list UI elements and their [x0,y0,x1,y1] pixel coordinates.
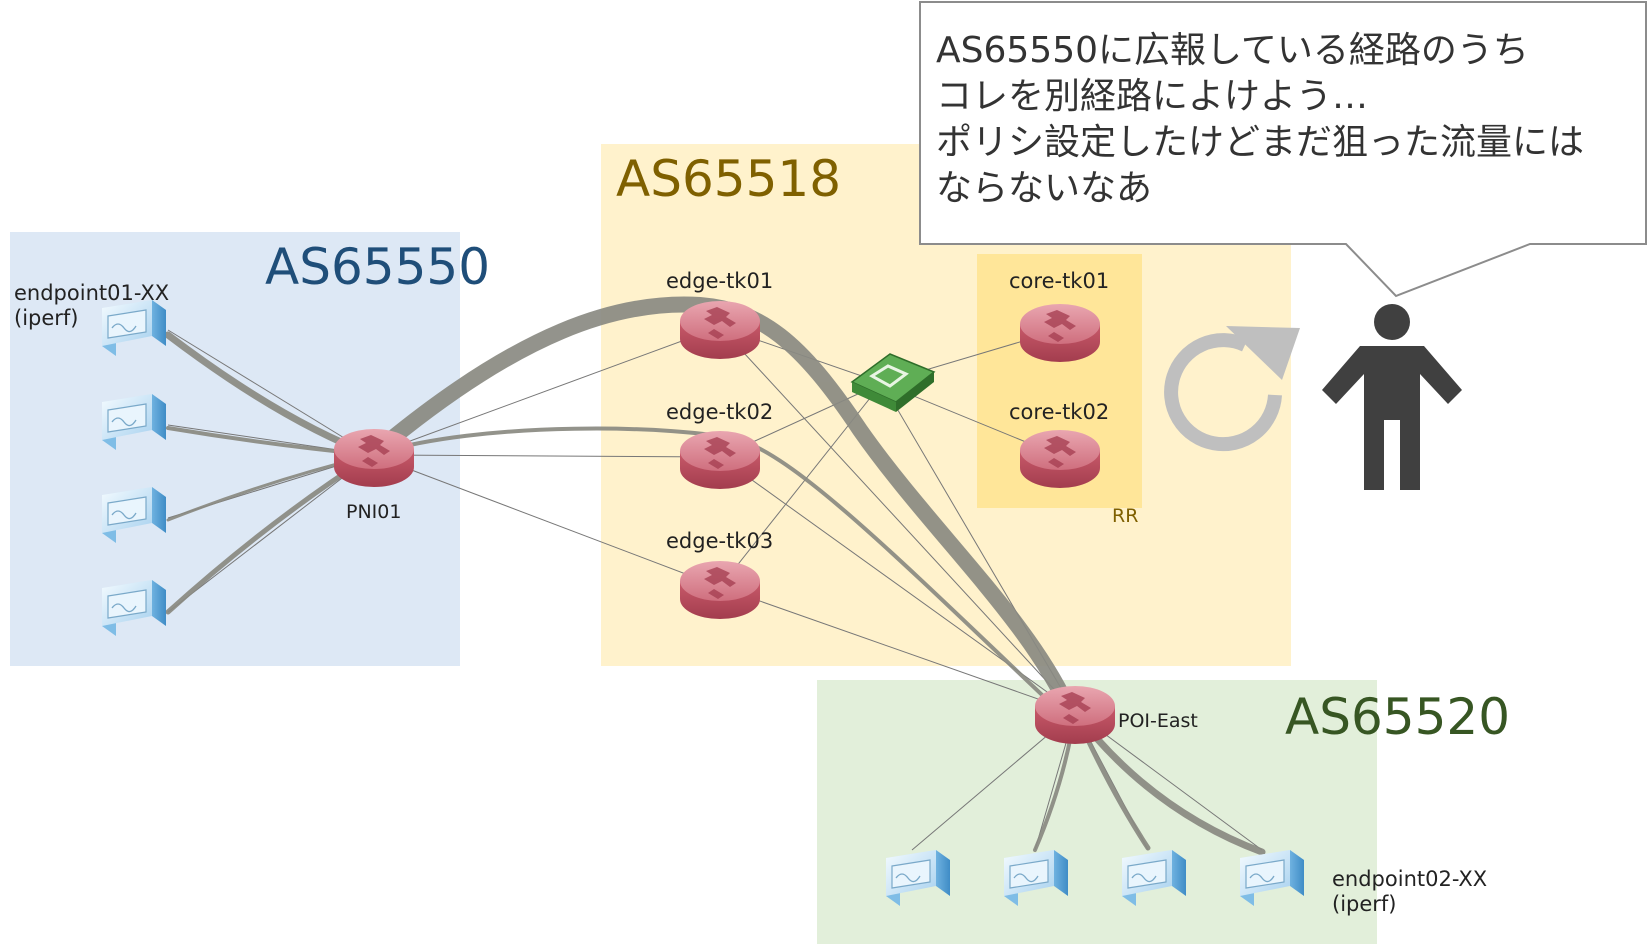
callout-text: AS65550に広報している経路のうち コレを別経路によけよう… ポリシ設定した… [936,28,1636,212]
refresh-icon [1164,326,1300,452]
person-icon [1322,304,1462,490]
endpoint01-server-2-icon[interactable] [101,393,167,451]
as65518-label: AS65518 [616,150,841,208]
callout-line-4: ならないなあ [936,168,1153,209]
edge-tk02-label: edge-tk02 [666,400,774,424]
speech-callout [919,1,1647,298]
core-tk02-router-icon[interactable] [1020,430,1100,488]
rr-label: RR [1112,505,1139,527]
poi-east-label: POI-East [1118,710,1198,732]
endpoint02-server-4-icon[interactable] [1239,849,1305,907]
as65520-label: AS65520 [1285,688,1510,746]
edge-tk02-router-icon[interactable] [680,431,760,489]
core-tk02-label: core-tk02 [1009,400,1110,424]
endpoint01-sub-label: (iperf) [14,306,79,330]
as65550-label: AS65550 [265,238,490,296]
callout-line-1: AS65550に広報している経路のうち [936,30,1529,71]
endpoint02-label: endpoint02-XX [1332,867,1488,891]
pni01-label: PNI01 [346,501,402,523]
endpoint01-label: endpoint01-XX [14,281,170,305]
callout-line-2: コレを別経路によけよう… [936,76,1369,117]
edge-tk01-router-icon[interactable] [680,301,760,359]
endpoint01-server-3-icon[interactable] [101,486,167,544]
endpoint02-sub-label: (iperf) [1332,892,1397,916]
edge-tk01-label: edge-tk01 [666,269,774,293]
endpoint02-server-3-icon[interactable] [1121,849,1187,907]
pni01-router-icon[interactable] [334,429,414,487]
endpoint02-server-2-icon[interactable] [1003,849,1069,907]
endpoint01-server-1-icon[interactable] [101,299,167,357]
edge-tk03-label: edge-tk03 [666,529,774,553]
callout-line-3: ポリシ設定したけどまだ狙った流量には [936,122,1585,163]
edge-tk03-router-icon[interactable] [680,561,760,619]
poi-east-router-icon[interactable] [1035,686,1115,744]
endpoint02-server-1-icon[interactable] [885,849,951,907]
endpoint01-server-4-icon[interactable] [101,579,167,637]
core-tk01-router-icon[interactable] [1020,304,1100,362]
core-tk01-label: core-tk01 [1009,269,1110,293]
l2-switch-icon[interactable] [850,353,936,412]
